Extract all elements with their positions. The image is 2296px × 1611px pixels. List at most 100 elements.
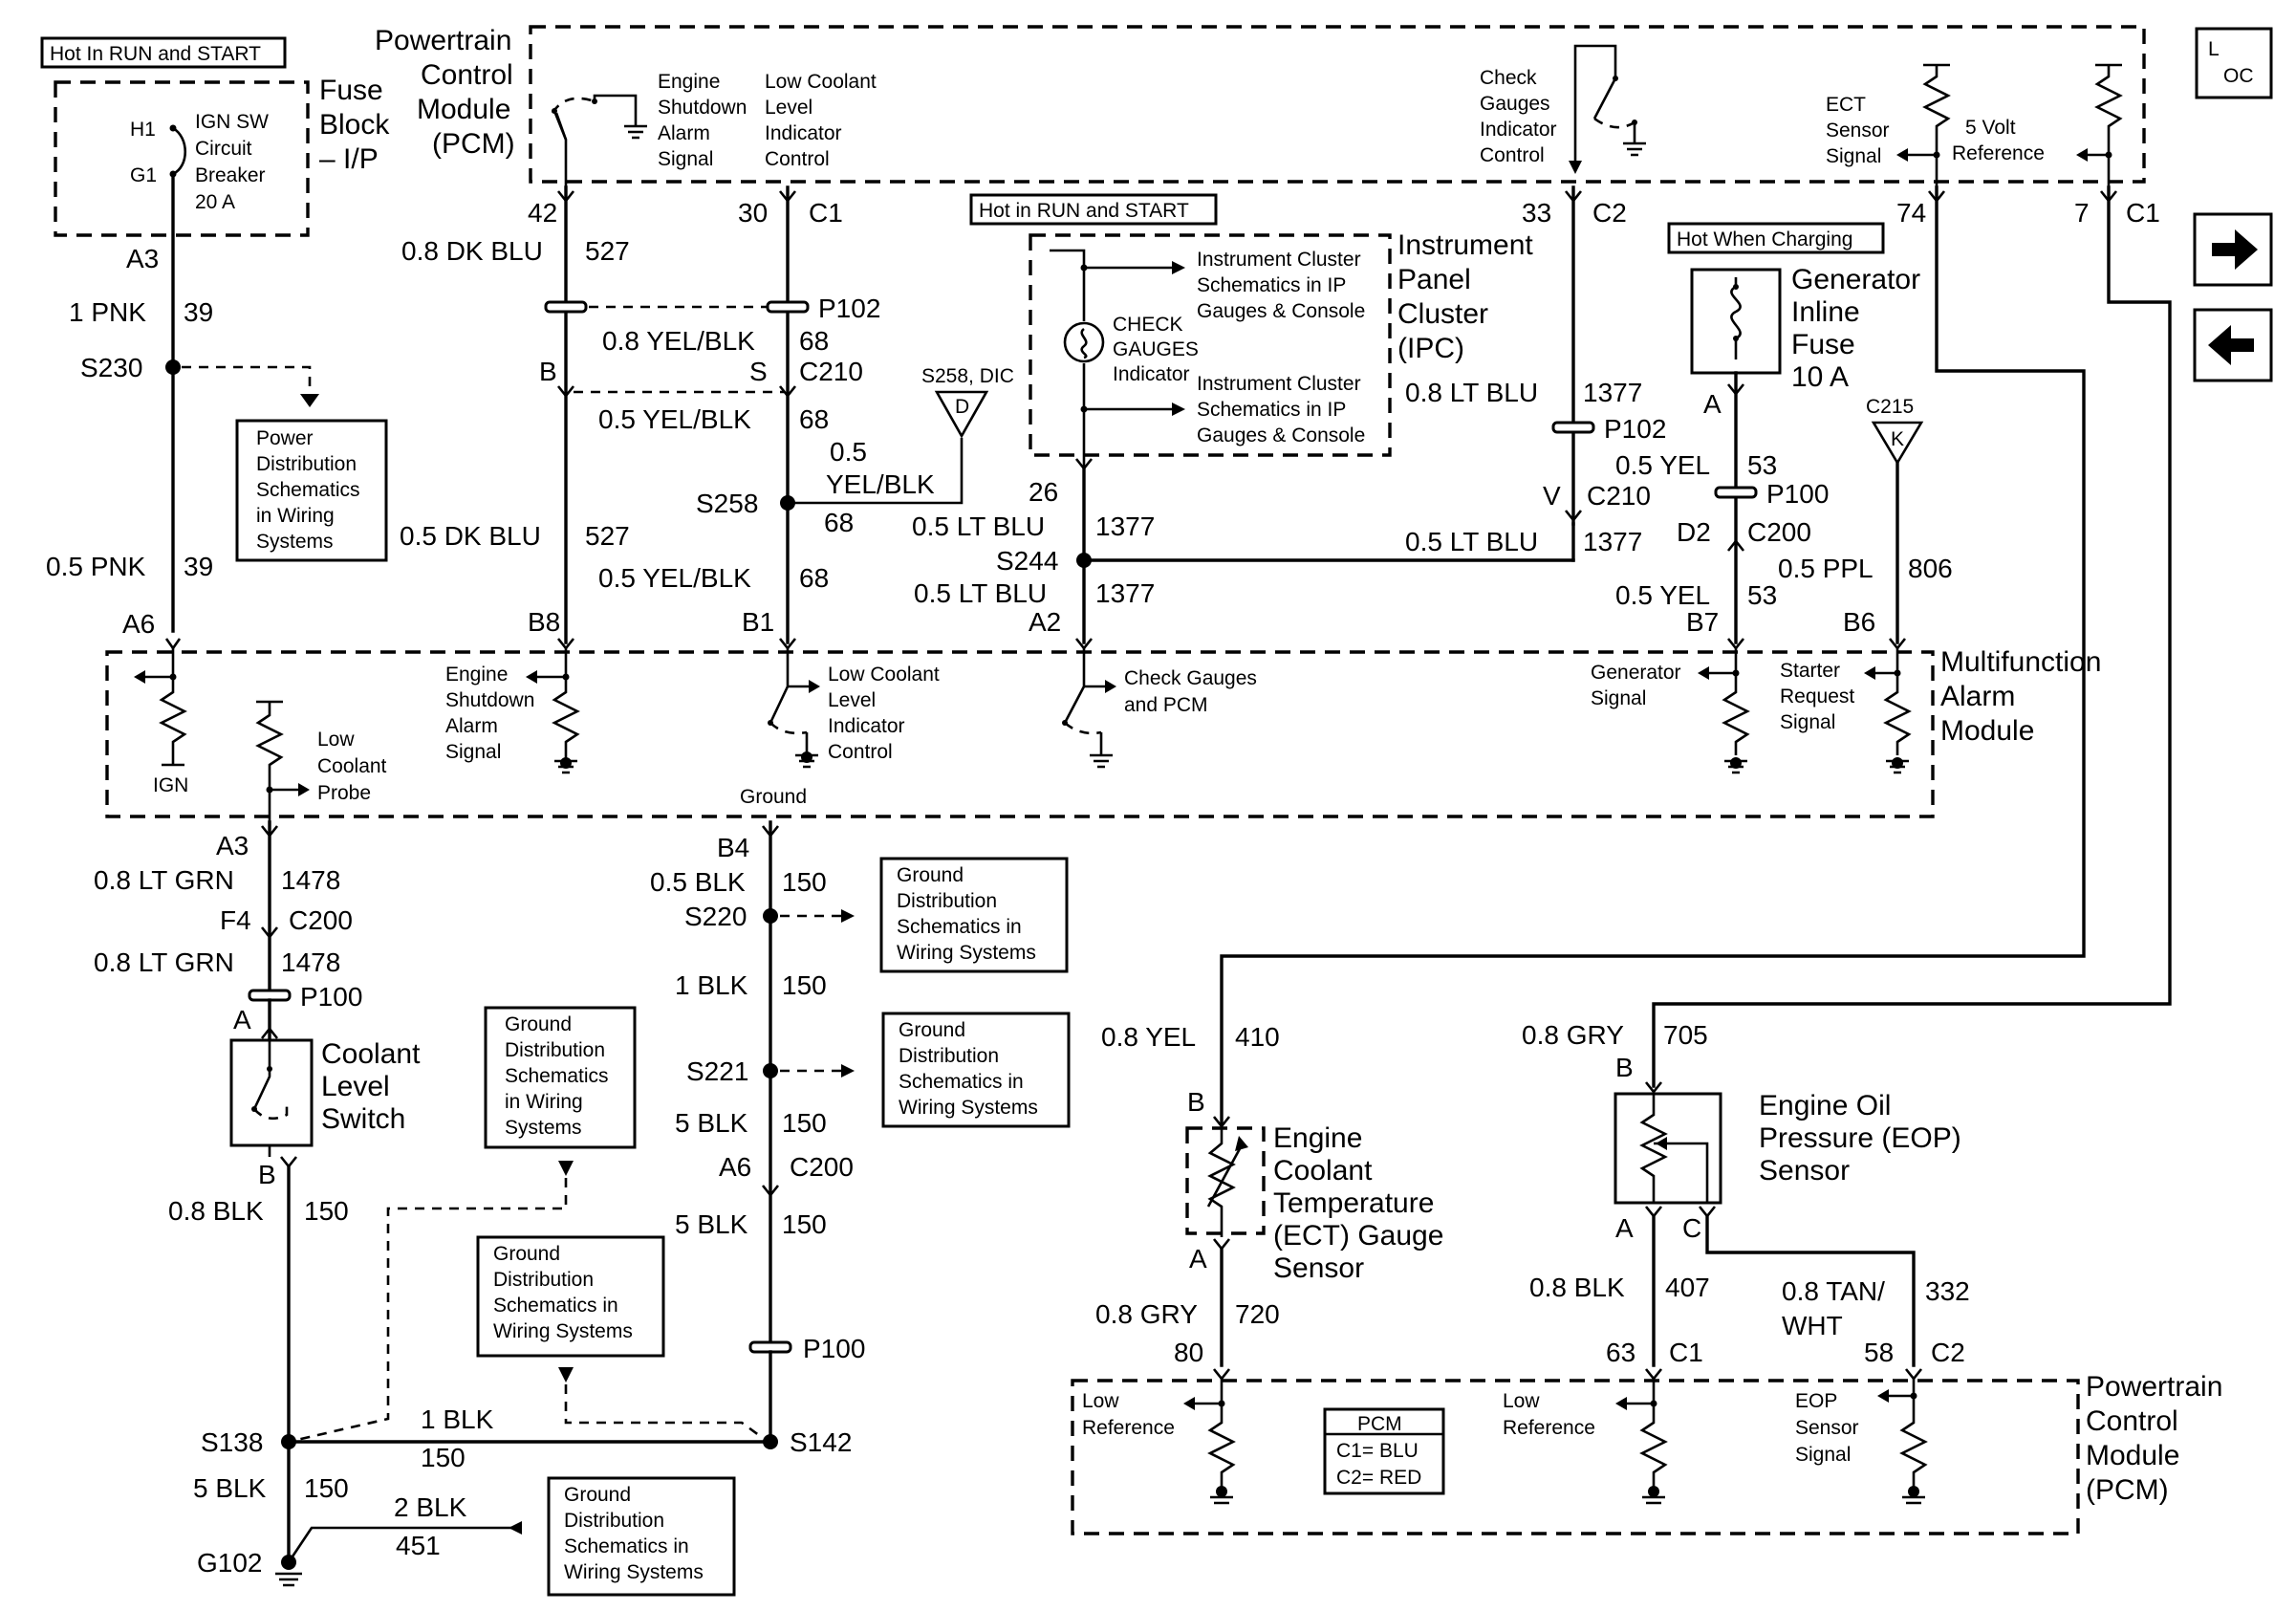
label-1377d: 1377 <box>1583 527 1642 556</box>
label-08dkblu: 0.8 DK BLU <box>401 236 543 266</box>
pcm-top-title: Powertrain Control Module (PCM) <box>375 25 521 160</box>
label-05yelblk-a: 0.5 YEL/BLK <box>598 404 751 434</box>
label-68b: 68 <box>799 404 829 434</box>
pcm-bot-eop-label: EOP Sensor Signal <box>1795 1390 1864 1466</box>
label-150c: 150 <box>782 970 827 1000</box>
label-a-eop: A <box>1615 1213 1634 1243</box>
label-a2: A2 <box>1029 607 1061 637</box>
label-08gry-a: 0.8 GRY <box>1095 1299 1198 1329</box>
label-s142: S142 <box>790 1427 852 1457</box>
label-08blk-b: 0.8 BLK <box>1529 1273 1625 1302</box>
label-05yel-b: 0.5 YEL <box>1615 580 1710 610</box>
ipc-check-gauges-label: CHECK GAUGES Indicator <box>1113 314 1204 385</box>
label-05yel-a: 0.5 YEL <box>1615 450 1710 480</box>
label-1478b: 1478 <box>281 947 340 977</box>
label-v: V <box>1543 481 1561 511</box>
pcm-bot-low-ref-2: Low Reference <box>1503 1390 1595 1439</box>
label-410: 410 <box>1235 1022 1280 1052</box>
label-c1b: C1 <box>2126 198 2160 228</box>
label-s138: S138 <box>201 1427 263 1457</box>
label-f4: F4 <box>220 905 251 935</box>
ground-dist-ref-5: Ground Distribution Schematics in Wiring… <box>564 1484 704 1583</box>
label-58: 58 <box>1864 1338 1894 1367</box>
label-b-527: B <box>539 357 557 386</box>
ground-dist-ref-3: Ground Distribution Schematics in Wiring… <box>505 1013 614 1139</box>
label-150a: 150 <box>304 1196 349 1226</box>
pcm-bot-low-ref-1: Low Reference <box>1082 1390 1175 1439</box>
label-5blk-a: 5 BLK <box>675 1108 748 1138</box>
pcm-bottom-title: Powertrain Control Module (PCM) <box>2086 1371 2231 1506</box>
label-68c: 68 <box>824 508 854 537</box>
label-806: 806 <box>1908 554 1953 583</box>
loc-badge-bottom: OC <box>2223 65 2254 87</box>
label-08ltgrn-b: 0.8 LT GRN <box>94 947 234 977</box>
pcm-top-cgi-label: Check Gauges Indicator Control <box>1480 67 1562 166</box>
next-page-button[interactable] <box>2193 212 2273 287</box>
power-distribution-ref: Power Distribution Schematics in Wiring … <box>256 427 365 553</box>
circuit-breaker-symbol <box>172 126 186 176</box>
label-39b: 39 <box>184 552 213 581</box>
ipc-ref-2: Instrument Cluster Schematics in IP Gaug… <box>1197 373 1366 446</box>
fuse-breaker-label: IGN SW Circuit Breaker 20 A <box>195 111 274 213</box>
prev-page-button[interactable] <box>2193 308 2273 382</box>
label-a3: A3 <box>126 244 159 273</box>
label-05ltblu-b: 0.5 LT BLU <box>914 578 1047 608</box>
label-26: 26 <box>1029 477 1058 507</box>
mam-title: Multifunction Alarm Module <box>1940 646 2110 747</box>
label-527b: 527 <box>585 521 630 551</box>
arrow-right-icon <box>2212 229 2258 270</box>
label-b7: B7 <box>1686 607 1719 637</box>
label-05pnk: 0.5 PNK <box>46 552 146 581</box>
label-08tan: 0.8 TAN/ <box>1782 1276 1885 1306</box>
label-c200a: C200 <box>1747 517 1811 547</box>
generator-fuse-title: Generator Inline Fuse 10 A <box>1791 264 1928 393</box>
label-b-eop: B <box>1615 1053 1634 1082</box>
label-s-68: S <box>749 357 768 386</box>
label-42: 42 <box>528 198 557 228</box>
label-53b: 53 <box>1747 580 1777 610</box>
label-b-sw: B <box>258 1160 276 1189</box>
mam-start-label: Starter Request Signal <box>1780 660 1860 733</box>
label-720: 720 <box>1235 1299 1280 1329</box>
pcm-top-outline <box>529 25 2146 184</box>
mam-probe-label: Low Coolant Probe <box>317 729 392 804</box>
label-05ltblu-c: 0.5 LT BLU <box>1405 527 1538 556</box>
pcm-top-lcl-label: Low Coolant Level Indicator Control <box>765 71 882 170</box>
splice-s221 <box>763 1063 778 1078</box>
label-c2b: C2 <box>1931 1338 1965 1367</box>
ground-dist-ref-2: Ground Distribution Schematics in Wiring… <box>899 1019 1038 1119</box>
mam-gen-label: Generator Signal <box>1591 662 1686 709</box>
eop-sensor-title: Engine Oil Pressure (EOP) Sensor <box>1759 1090 1969 1186</box>
fuse-block-title: Fuse Block – I/P <box>319 75 398 175</box>
label-08gry-b: 0.8 GRY <box>1522 1020 1624 1050</box>
label-150d: 150 <box>782 1108 827 1138</box>
label-a3b: A3 <box>216 831 249 860</box>
label-p100b: P100 <box>300 982 362 1012</box>
label-s220: S220 <box>684 902 747 931</box>
label-s244: S244 <box>996 546 1058 576</box>
mam-lcl-label: Low Coolant Level Indicator Control <box>828 664 945 763</box>
label-a-53: A <box>1703 389 1722 419</box>
label-d2: D2 <box>1677 517 1711 547</box>
label-d-triangle: D <box>955 396 969 418</box>
label-451: 451 <box>396 1531 441 1560</box>
splice-s220 <box>763 908 778 924</box>
label-b1: B1 <box>742 607 774 637</box>
label-63: 63 <box>1606 1338 1635 1367</box>
pcm-top-ect-label: ECT Sensor Signal <box>1826 94 1895 167</box>
label-a-sw: A <box>233 1005 251 1034</box>
label-b4: B4 <box>717 833 749 862</box>
label-08yelblk: 0.8 YEL/BLK <box>602 326 755 356</box>
label-1377a: 1377 <box>1095 512 1155 541</box>
label-a6b: A6 <box>719 1152 751 1182</box>
eop-sensor <box>1614 1092 1722 1205</box>
coolant-level-switch <box>229 1038 314 1147</box>
label-c2a: C2 <box>1592 198 1627 228</box>
label-68a: 68 <box>799 326 829 356</box>
label-7: 7 <box>2074 198 2090 228</box>
label-c210b: C210 <box>1587 481 1651 511</box>
hot-run-start-label-2: Hot in RUN and START <box>979 200 1189 222</box>
label-s221: S221 <box>686 1056 748 1086</box>
check-gauges-indicator-lamp <box>1063 321 1105 363</box>
label-05blk: 0.5 BLK <box>650 867 746 897</box>
